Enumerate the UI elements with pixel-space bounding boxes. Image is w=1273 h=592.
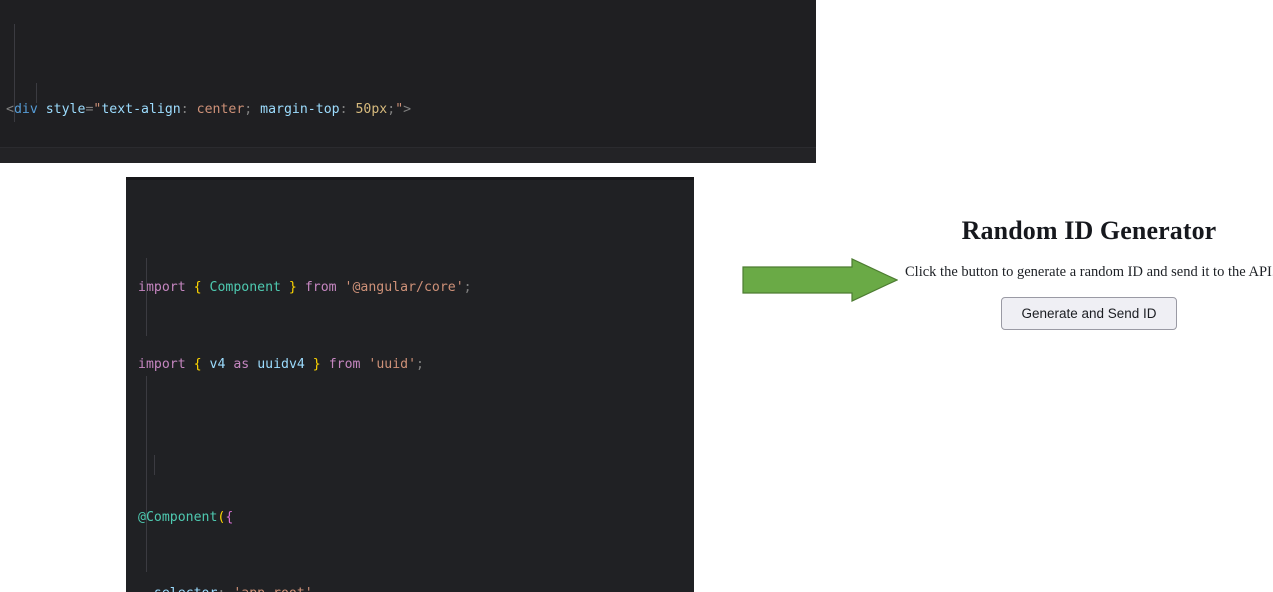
code-line[interactable]: import { v4 as uuidv4 } from 'uuid'; bbox=[138, 356, 424, 372]
typescript-code-editor-panel[interactable]: import { Component } from '@angular/core… bbox=[126, 177, 694, 592]
code-line[interactable] bbox=[126, 431, 694, 451]
page-title: Random ID Generator bbox=[961, 216, 1217, 245]
code-line[interactable]: @Component({ bbox=[138, 509, 234, 525]
typescript-code-lines: import { Component } from '@angular/core… bbox=[126, 218, 694, 592]
green-right-arrow-icon bbox=[742, 258, 899, 302]
code-line[interactable]: import { Component } from '@angular/core… bbox=[138, 280, 472, 295]
indent-guide bbox=[36, 83, 37, 103]
indent-guide bbox=[146, 376, 147, 572]
indent-guide bbox=[146, 258, 147, 336]
html-code-lines: <div style="text-align: center; margin-t… bbox=[0, 38, 816, 163]
indent-guide bbox=[154, 455, 155, 475]
code-line[interactable]: selector: 'app-root', bbox=[126, 584, 694, 592]
indent-guide bbox=[14, 24, 15, 122]
page-description: Click the button to generate a random ID… bbox=[905, 264, 1273, 280]
generate-and-send-id-button[interactable]: Generate and Send ID bbox=[1001, 297, 1177, 330]
editor-footer-strip bbox=[0, 147, 816, 163]
html-code-editor-panel[interactable]: <div style="text-align: center; margin-t… bbox=[0, 0, 816, 163]
code-line[interactable]: <div style="text-align: center; margin-t… bbox=[6, 102, 412, 117]
rendered-app-preview: Random ID Generator Click the button to … bbox=[905, 214, 1273, 330]
